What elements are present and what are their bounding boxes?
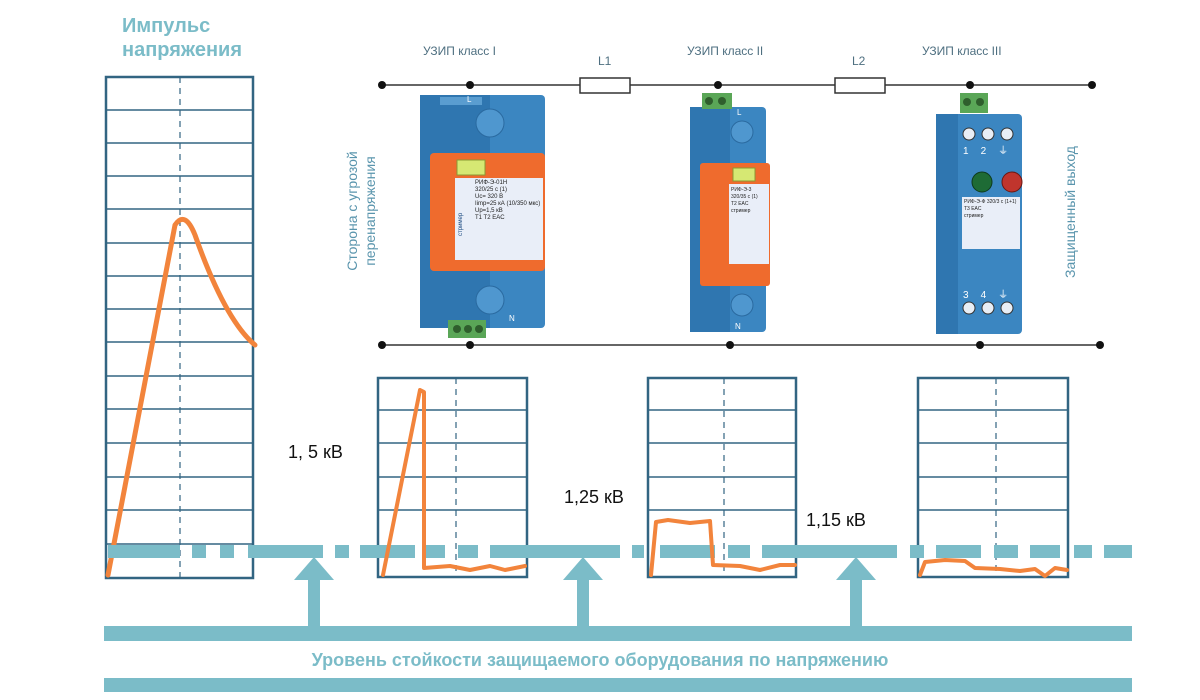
d3-terminal-2: 2 [981, 146, 999, 157]
threat-side-line1: Сторона с угрозой [343, 131, 361, 291]
d1-spec3: Up=1,5 кВ [475, 208, 540, 215]
d3-label-plate: РИФ-Э-Ф 320/3 с (1+1) T3 EAC стример [964, 199, 1016, 220]
d1-model: 320/25 с (1) [475, 187, 540, 194]
d1-spec1: Uс= 320 В [475, 194, 540, 201]
d3-terminals-top: 12⏚ [963, 142, 1020, 157]
bottom-bar-upper [104, 626, 1132, 641]
level-label-1: 1, 5 кВ [288, 442, 343, 463]
d2-top-terminal: L [737, 108, 741, 117]
pulse-curve-3 [920, 560, 1067, 576]
d3-terminals-bottom: 34⏚ [963, 286, 1020, 301]
threat-side-label: Сторона с угрозой перенапряжения [343, 131, 379, 291]
level-label-2: 1,25 кВ [564, 487, 624, 508]
level-arrows [294, 557, 876, 630]
d1-brand: стример [458, 213, 464, 236]
d1-badges: T1 T2 EAC [475, 215, 540, 222]
footer-caption: Уровень стойкости защищаемого оборудован… [0, 650, 1200, 671]
d2-brand: стример [731, 208, 758, 215]
d1-label-plate: РИФ-Э-01Н 320/25 с (1) Uс= 320 В Iimp=25… [475, 180, 540, 222]
chart-title-line1: Импульс [122, 14, 242, 38]
d3-badges: T3 EAC [964, 206, 1016, 213]
impulse-curve [108, 219, 255, 575]
d3-terminal-ground-top: ⏚ [998, 146, 1020, 157]
spd-class2-label: УЗИП класс II [687, 44, 763, 58]
spd-class2-device [690, 93, 770, 332]
withstand-level-line [108, 545, 1132, 558]
d3-terminal-1: 1 [963, 146, 981, 157]
d3-brand: стример [964, 213, 1016, 220]
inductor-l2-label: L2 [852, 54, 865, 68]
d2-badges: T2 EAC [731, 201, 758, 208]
protected-output-label: Защищенный выход [1061, 142, 1079, 282]
d3-name: РИФ-Э-Ф 320/3 с (1+1) [964, 199, 1016, 206]
d2-name: РИФ-Э-3 [731, 187, 758, 194]
inductor-l2 [835, 78, 885, 93]
d1-bottom-terminal: N [509, 314, 515, 323]
d2-label-plate: РИФ-Э-3 320/35 с (1) T2 EAC стример [731, 187, 758, 215]
d2-bottom-terminal: N [735, 322, 741, 331]
inductor-l1-label: L1 [598, 54, 611, 68]
chart-title: Импульс напряжения [122, 14, 242, 62]
d2-model: 320/35 с (1) [731, 194, 758, 201]
spd-class1-label: УЗИП класс I [423, 44, 496, 58]
d3-terminal-4: 4 [981, 290, 999, 301]
bottom-bar-lower [104, 678, 1132, 692]
d1-name: РИФ-Э-01Н [475, 180, 540, 187]
d3-terminal-3: 3 [963, 290, 981, 301]
threat-side-line2: перенапряжения [361, 131, 379, 291]
inductor-l1 [580, 78, 630, 93]
spd-class3-label: УЗИП класс III [922, 44, 1002, 58]
level-label-3: 1,15 кВ [806, 510, 866, 531]
chart-title-line2: напряжения [122, 38, 242, 62]
d1-spec2: Iimp=25 кА (10/350 мкс) [475, 201, 540, 208]
d3-terminal-ground-bottom: ⏚ [998, 290, 1020, 301]
d1-top-terminal: L [467, 95, 471, 104]
impulse-chart [106, 77, 255, 578]
